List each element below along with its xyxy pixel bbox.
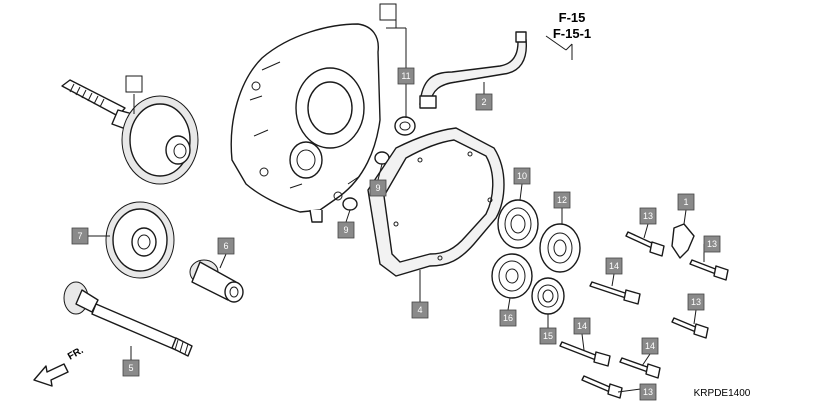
svg-text:9: 9 <box>343 225 348 235</box>
callout-9-lower: 9 <box>337 221 355 239</box>
svg-text:12: 12 <box>557 195 567 205</box>
callout-10: 10 <box>513 167 531 185</box>
svg-text:10: 10 <box>517 171 527 181</box>
callout-16: 16 <box>499 309 517 327</box>
callout-14-upper: 14 <box>605 257 623 275</box>
callout-1: 1 <box>677 193 695 211</box>
page-reference-f15: F-15 <box>559 10 586 25</box>
callout-4: 4 <box>411 301 429 319</box>
front-direction-arrow: FR. <box>33 345 86 387</box>
svg-text:6: 6 <box>223 241 228 251</box>
breather-tube-2-part <box>419 31 527 109</box>
svg-text:5: 5 <box>128 363 133 373</box>
callout-11: 11 <box>397 67 415 85</box>
oil-seal-12-part <box>539 223 581 273</box>
bearing-16-part <box>491 253 533 299</box>
bolt-14-right <box>619 357 661 379</box>
gasket-4-part <box>367 127 505 277</box>
clip-1-part <box>671 223 695 259</box>
crankcase-housing-part <box>230 23 381 223</box>
callout-12: 12 <box>553 191 571 209</box>
page-reference-f15-1: F-15-1 <box>553 26 591 41</box>
gear-7-part <box>105 201 175 279</box>
svg-text:13: 13 <box>691 297 701 307</box>
svg-text:14: 14 <box>609 261 619 271</box>
callout-2: 2 <box>475 93 493 111</box>
bolt-13-upper <box>625 231 665 257</box>
svg-text:13: 13 <box>643 211 653 221</box>
svg-text:2: 2 <box>481 97 486 107</box>
callout-13-middle: 13 <box>687 293 705 311</box>
dowel-lower <box>342 197 358 211</box>
callout-14-right: 14 <box>641 337 659 355</box>
svg-text:7: 7 <box>77 231 82 241</box>
shaft-5-part <box>63 281 193 357</box>
svg-text:11: 11 <box>401 71 410 81</box>
bolt-14-lower <box>559 341 611 367</box>
svg-text:13: 13 <box>643 387 653 397</box>
svg-text:4: 4 <box>417 305 422 315</box>
oil-seal-11-part <box>394 116 416 136</box>
svg-text:15: 15 <box>543 331 553 341</box>
callout-9-upper: 9 <box>369 179 387 197</box>
callout-13-right: 13 <box>703 235 721 253</box>
front-label: FR. <box>66 345 86 363</box>
callout-13-lower: 13 <box>639 383 657 401</box>
bearing-15-part <box>531 277 565 315</box>
svg-text:16: 16 <box>503 313 513 323</box>
leader-lines <box>88 20 705 393</box>
empty-reference-box-top <box>379 3 397 21</box>
bolt-13-middle <box>671 317 709 339</box>
callout-13-upper: 13 <box>639 207 657 225</box>
bolt-14-upper <box>589 281 641 305</box>
bolt-13-lower <box>581 375 623 399</box>
callout-6: 6 <box>217 237 235 255</box>
callout-5: 5 <box>122 359 140 377</box>
countershaft-gear-assembly <box>61 79 199 185</box>
svg-text:13: 13 <box>707 239 717 249</box>
empty-reference-box-left <box>125 75 143 93</box>
callout-14-lower: 14 <box>573 317 591 335</box>
diagram-code: KRPDE1400 <box>694 388 751 399</box>
pinion-6-part <box>189 259 244 303</box>
arrow-icon <box>33 363 69 387</box>
callout-7: 7 <box>71 227 89 245</box>
bearing-10-part <box>497 199 539 249</box>
svg-text:9: 9 <box>375 183 380 193</box>
svg-text:1: 1 <box>683 197 688 207</box>
svg-text:14: 14 <box>577 321 587 331</box>
svg-text:14: 14 <box>645 341 655 351</box>
callout-15: 15 <box>539 327 557 345</box>
bolt-13-right <box>689 259 729 281</box>
